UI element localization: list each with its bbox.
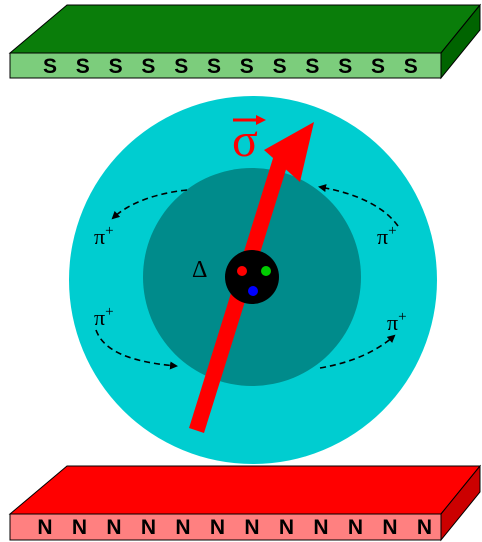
south-pole-letter-5: S bbox=[174, 55, 188, 78]
south-pole-letter-7: S bbox=[240, 55, 254, 78]
south-pole-letter-9: S bbox=[305, 55, 319, 78]
spin-symbol: σ bbox=[232, 114, 258, 167]
south-pole-letter-10: S bbox=[338, 55, 352, 78]
north-pole-letter-4: N bbox=[141, 516, 156, 539]
south-pole-letter-3: S bbox=[109, 55, 123, 78]
south-pole-letter-4: S bbox=[141, 55, 155, 78]
north-pole-letter-10: N bbox=[348, 516, 363, 539]
north-pole-letter-9: N bbox=[313, 516, 328, 539]
quark-red bbox=[237, 266, 247, 276]
north-pole-letter-12: N bbox=[417, 516, 432, 539]
north-pole-letter-5: N bbox=[175, 516, 190, 539]
north-pole-letter-2: N bbox=[72, 516, 87, 539]
north-pole-letter-11: N bbox=[382, 516, 397, 539]
delta-label: Δ bbox=[192, 257, 207, 283]
bottom-magnet-top-face bbox=[10, 466, 480, 514]
quark-green bbox=[261, 266, 271, 276]
quark-blue bbox=[248, 286, 258, 296]
south-pole-letter-11: S bbox=[371, 55, 385, 78]
top-magnet-top-face bbox=[10, 5, 480, 53]
south-pole-letter-1: S bbox=[43, 55, 57, 78]
north-pole-letter-8: N bbox=[279, 516, 294, 539]
south-pole-letter-2: S bbox=[76, 55, 90, 78]
north-pole-letter-1: N bbox=[37, 516, 52, 539]
core-circle bbox=[225, 250, 279, 304]
south-pole-letter-8: S bbox=[273, 55, 287, 78]
south-pole-letter-6: S bbox=[207, 55, 221, 78]
north-pole-letter-6: N bbox=[210, 516, 225, 539]
south-pole-letter-12: S bbox=[404, 55, 418, 78]
delta-core bbox=[225, 250, 279, 304]
north-pole-letter-7: N bbox=[244, 516, 259, 539]
north-pole-letter-3: N bbox=[106, 516, 121, 539]
